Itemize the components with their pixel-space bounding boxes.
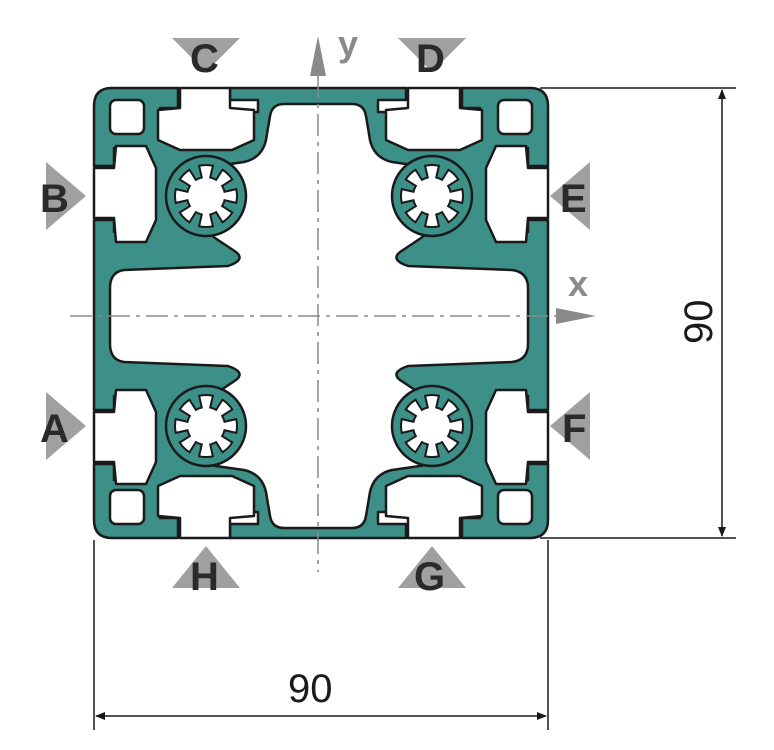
t-slot-d [384, 86, 484, 152]
slot-marker-d [398, 38, 466, 72]
slot-marker-h [172, 546, 240, 588]
corner-hole-top-right [496, 98, 534, 136]
slot-label-f: F [562, 407, 586, 451]
slot-label-h: H [190, 555, 219, 599]
slot-marker-a [46, 392, 86, 460]
corner-hole-bottom-right [496, 488, 534, 526]
slot-marker-c [172, 38, 240, 72]
slot-label-a: A [40, 407, 69, 451]
core-bores [164, 154, 474, 468]
center-lines [70, 76, 556, 572]
corner-hole-bottom-left [108, 488, 146, 526]
width-dimension-label: 90 [288, 667, 333, 711]
axes: y x [310, 23, 596, 324]
height-dimension-label: 90 [677, 300, 721, 345]
slot-label-c: C [190, 37, 219, 81]
t-slot-b [92, 144, 158, 244]
core-bore-top-left [164, 154, 248, 238]
core-bore-bottom-left [164, 384, 248, 468]
corner-hole-top-left [108, 98, 146, 136]
slot-label-d: D [416, 37, 445, 81]
slot-label-b: B [40, 177, 69, 221]
t-slot-c [156, 86, 256, 152]
slot-label-g: G [414, 555, 445, 599]
slot-label-e: E [560, 177, 587, 221]
t-slots [92, 86, 550, 540]
core-bore-top-right [390, 154, 474, 238]
t-slot-e [484, 144, 550, 244]
aluminium-profile [92, 86, 550, 540]
slot-marker-e [550, 162, 590, 230]
t-slot-g [384, 474, 484, 540]
slot-markers [46, 38, 590, 588]
slot-marker-b [46, 162, 86, 230]
core-bore-bottom-right [390, 384, 474, 468]
t-slot-h [156, 474, 256, 540]
corner-holes [108, 98, 534, 526]
x-axis-arrow [556, 308, 596, 324]
slot-marker-f [550, 392, 590, 460]
t-slot-a [92, 388, 158, 486]
y-axis-arrow [310, 36, 326, 76]
dimensions [93, 87, 736, 730]
y-axis-label: y [338, 23, 358, 64]
t-slot-f [484, 388, 550, 486]
x-axis-label: x [568, 263, 588, 304]
slot-marker-g [398, 546, 466, 588]
slot-labels: C D B A E F H G [40, 37, 587, 599]
